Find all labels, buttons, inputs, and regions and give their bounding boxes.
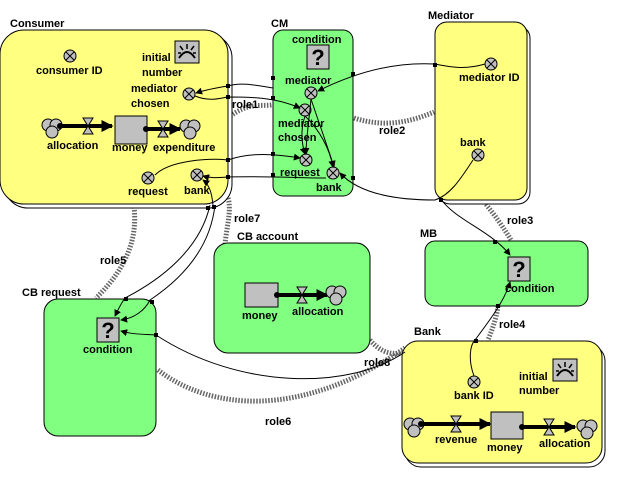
mb-title: MB: [420, 228, 437, 240]
role5-label: role5: [100, 255, 126, 267]
cb-money-stock[interactable]: [244, 282, 279, 308]
role7-connector[interactable]: [222, 197, 232, 246]
role8-connector[interactable]: [368, 338, 406, 356]
cm-request-label: request: [280, 167, 320, 179]
allocation-label: allocation: [47, 140, 99, 152]
role1-label: role1: [232, 99, 258, 111]
consumer-bank-label: bank: [184, 185, 211, 197]
mediator-title: Mediator: [428, 10, 475, 22]
mediator-chosen-converter-icon[interactable]: [182, 87, 196, 101]
cm-condition-label: condition: [292, 34, 342, 46]
information-links: [114, 63, 512, 380]
cm-request-converter-icon[interactable]: [299, 153, 313, 167]
role7-label: role7: [234, 213, 260, 225]
role3-connector[interactable]: [482, 200, 514, 242]
role-labels: role1 role2 role3 role4 role5 role6 role…: [100, 99, 533, 428]
initial-number-label-2: number: [142, 67, 183, 79]
initial-number-label-1: initial: [142, 52, 171, 64]
cb-request-title: CB request: [22, 287, 81, 299]
role8-label: role8: [364, 357, 390, 369]
role1-connector[interactable]: [226, 101, 277, 120]
mediator-id-converter-icon[interactable]: [484, 57, 498, 71]
cb-account-module[interactable]: CB account money allocation: [213, 231, 371, 354]
revenue-label: revenue: [435, 434, 477, 446]
bank-money-stock[interactable]: [490, 411, 524, 440]
consumer-bank-converter-icon[interactable]: [190, 168, 204, 182]
mediator-module[interactable]: Mediator mediator ID bank: [428, 10, 531, 205]
cm-mediator-chosen-label-1: mediator: [278, 118, 325, 130]
bank-initial-number-gauge-icon[interactable]: [552, 358, 578, 382]
bank-id-label: bank ID: [454, 390, 494, 402]
consumer-id-converter-icon[interactable]: [63, 49, 77, 63]
money-label: money: [112, 142, 148, 154]
cb-account-title: CB account: [237, 231, 298, 243]
role6-label: role6: [265, 416, 291, 428]
cm-bank-converter-icon[interactable]: [326, 166, 340, 180]
consumer-module[interactable]: Consumer consumer ID initial number medi…: [0, 18, 233, 209]
mediator-id-label: mediator ID: [459, 72, 520, 84]
cb-request-condition-label: condition: [83, 344, 133, 356]
bank-money-label: money: [487, 442, 523, 454]
mediator-chosen-label-1: mediator: [131, 83, 178, 95]
cm-mediator-converter-icon[interactable]: [304, 86, 318, 100]
role2-label: role2: [379, 125, 405, 137]
mediator-bank-converter-icon[interactable]: [471, 148, 485, 162]
mb-module[interactable]: MB condition: [420, 228, 589, 307]
bank-initial-number-label-1: initial: [519, 371, 548, 383]
bank-allocation-label: allocation: [539, 438, 591, 450]
cm-condition-icon[interactable]: [306, 44, 330, 71]
cm-title: CM: [271, 18, 288, 30]
role3-label: role3: [507, 215, 533, 227]
cb-allocation-label: allocation: [292, 306, 344, 318]
cb-request-module[interactable]: CB request condition: [22, 287, 157, 437]
request-converter-icon[interactable]: [141, 171, 155, 185]
consumer-id-label: consumer ID: [36, 65, 103, 77]
cm-bank-label: bank: [316, 182, 343, 194]
cm-module[interactable]: CM condition mediator mediator chosen re…: [271, 18, 354, 197]
role4-connector[interactable]: [485, 305, 501, 341]
money-stock[interactable]: [114, 115, 148, 145]
role-connectors: [94, 101, 514, 404]
mb-condition-label: condition: [505, 283, 555, 295]
mediator-bank-label: bank: [460, 137, 487, 149]
request-label: request: [128, 186, 168, 198]
bank-title: Bank: [414, 326, 442, 338]
expenditure-label: expenditure: [153, 142, 215, 154]
cb-money-label: money: [242, 310, 278, 322]
mb-condition-icon[interactable]: [507, 256, 531, 283]
role5-connector[interactable]: [94, 206, 138, 300]
bank-id-converter-icon[interactable]: [467, 375, 481, 389]
cm-mediator-chosen-label-2: chosen: [278, 132, 317, 144]
bank-initial-number-label-2: number: [519, 385, 560, 397]
initial-number-gauge-icon[interactable]: [174, 40, 200, 64]
role4-label: role4: [499, 319, 526, 331]
consumer-title: Consumer: [10, 18, 65, 30]
bank-module[interactable]: Bank bank ID initial number revenue mone…: [401, 326, 606, 468]
cm-mediator-label: mediator: [285, 75, 332, 87]
mediator-chosen-label-2: chosen: [131, 98, 170, 110]
role6-connector[interactable]: [156, 345, 407, 404]
cb-request-condition-icon[interactable]: [96, 317, 120, 344]
role2-connector[interactable]: [353, 109, 435, 126]
